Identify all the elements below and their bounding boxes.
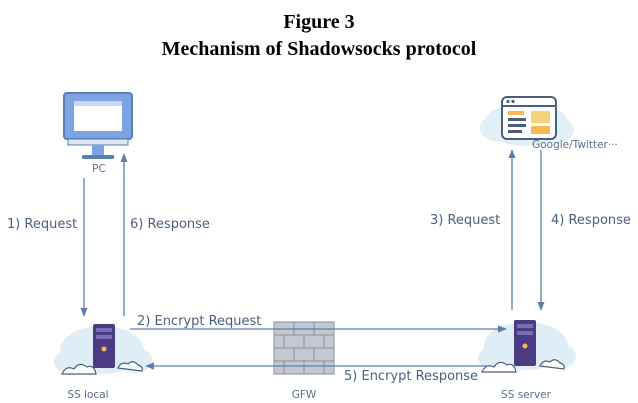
ss-local-label: SS local (67, 389, 108, 401)
flow-label-5: 5) Encrypt Response (344, 369, 478, 384)
gfw-label: GFW (292, 389, 317, 401)
ss-local-server-icon (54, 324, 152, 375)
flow-label-6: 6) Response (130, 217, 210, 232)
ss-server-icon (478, 320, 576, 373)
figure-title: Mechanism of Shadowsocks protocol (161, 38, 477, 60)
pc-label: PC (92, 163, 106, 175)
web-service-icon (480, 96, 574, 146)
flow-label-2: 2) Encrypt Request (137, 314, 261, 329)
google-label: Google/Twitter··· (532, 139, 618, 151)
firewall-wall-icon (273, 321, 335, 375)
flow-label-4: 4) Response (551, 213, 631, 228)
pc-monitor-icon (63, 92, 133, 159)
flow-label-3: 3) Request (430, 213, 500, 228)
ss-server-label: SS server (501, 389, 552, 401)
figure-number: Figure 3 (283, 11, 355, 33)
flow-label-1: 1) Request (7, 217, 77, 232)
